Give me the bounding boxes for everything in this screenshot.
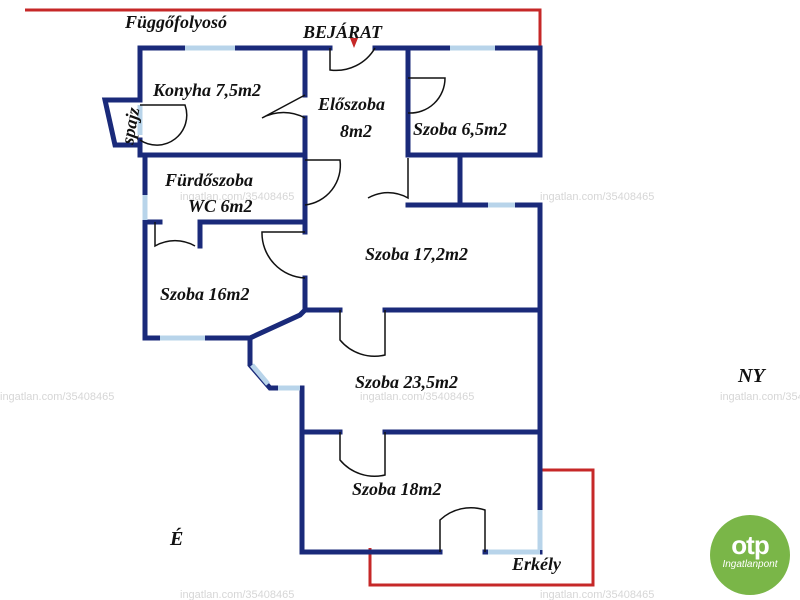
logo-brand: otp bbox=[731, 530, 769, 560]
room-23: Szoba 23,5m2 bbox=[355, 372, 458, 392]
watermarks: ingatlan.com/35408465 ingatlan.com/35408… bbox=[0, 191, 800, 600]
room-18: Szoba 18m2 bbox=[352, 479, 442, 499]
room-kitchen: Konyha 7,5m2 bbox=[152, 80, 261, 100]
room-17: Szoba 17,2m2 bbox=[365, 244, 468, 264]
room-16: Szoba 16m2 bbox=[160, 284, 250, 304]
watermark-1: ingatlan.com/35408465 bbox=[540, 191, 654, 203]
compass-north: É bbox=[169, 527, 183, 550]
otp-logo: otp Ingatlanpont bbox=[710, 515, 790, 595]
doors bbox=[139, 47, 486, 552]
logo-subtitle: Ingatlanpont bbox=[722, 559, 778, 570]
balcony-label: Erkély bbox=[511, 554, 562, 574]
room-bathroom-area: WC 6m2 bbox=[188, 196, 253, 216]
watermark-4: ingatlan.com/35408465 bbox=[360, 391, 474, 403]
corridor-line bbox=[25, 8, 542, 48]
room-bathroom-name: Fürdőszoba bbox=[164, 170, 253, 190]
watermark-7: ingatlan.com/35408465 bbox=[540, 589, 654, 600]
room-hall-area: 8m2 bbox=[340, 121, 372, 141]
entrance-label: BEJÁRAT bbox=[302, 21, 383, 42]
windows bbox=[137, 45, 543, 555]
corridor-label: Függőfolyosó bbox=[124, 12, 227, 32]
walls bbox=[101, 45, 543, 555]
room-hall-name: Előszoba bbox=[317, 94, 385, 114]
watermark-6: ingatlan.com/35408465 bbox=[180, 589, 294, 600]
entrance-arrow-icon bbox=[350, 38, 358, 48]
room-small: Szoba 6,5m2 bbox=[413, 119, 507, 139]
watermark-3: ingatlan.com/35408465 bbox=[0, 391, 114, 403]
watermark-5: ingatlan.com/35408465 bbox=[720, 391, 800, 403]
balcony-outline bbox=[368, 468, 595, 587]
compass-west: NY bbox=[737, 365, 766, 387]
watermark-2: ingatlan.com/35408465 bbox=[180, 191, 294, 203]
